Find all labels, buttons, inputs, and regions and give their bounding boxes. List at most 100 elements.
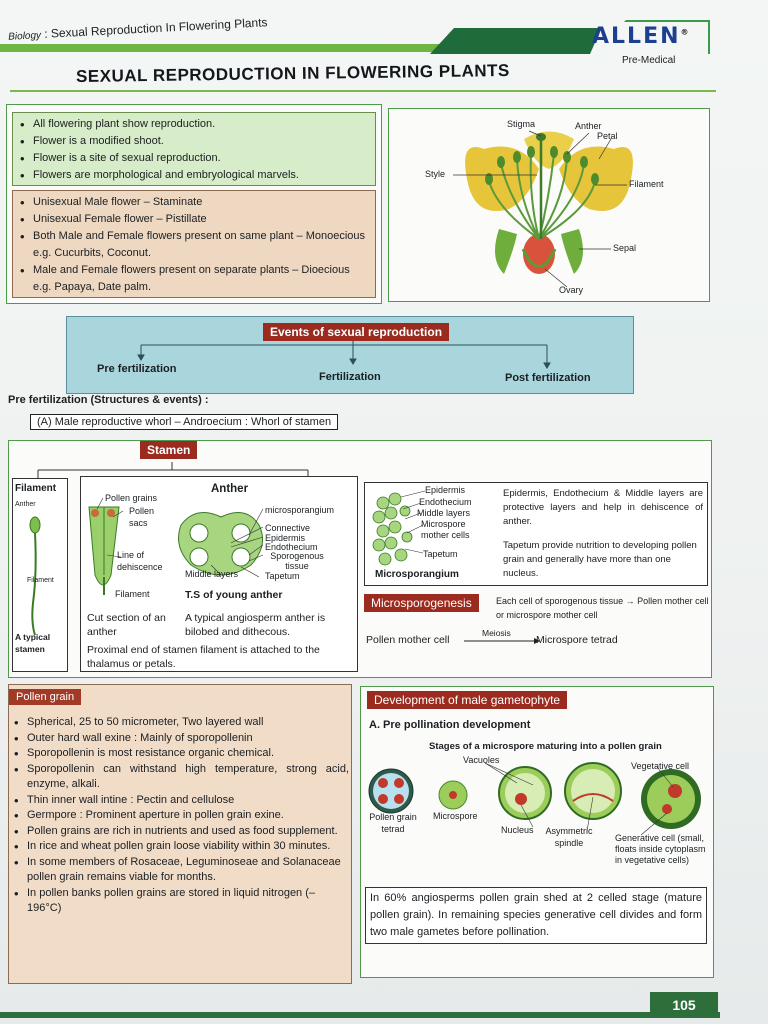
list-item: Germpore : Prominent aperture in pollen … xyxy=(11,808,349,824)
pollen-mother-cell-text: Pollen mother cell xyxy=(366,634,450,646)
label-generative-cell: Generative cell (small, floats inside cy… xyxy=(615,833,706,865)
list-item: Unisexual Female flower – Pistillate xyxy=(17,211,371,228)
typical-stamen-caption: A typical stamen xyxy=(15,632,51,654)
pollen-stages-drawing xyxy=(368,762,701,836)
label-microspore: Microspore xyxy=(433,811,478,821)
label-petal: Petal xyxy=(597,131,618,141)
flower-types-list: Unisexual Male flower – Staminate Unisex… xyxy=(17,194,371,296)
label-ms-epidermis: Epidermis xyxy=(425,485,466,495)
list-item: In pollen banks pollen grains are stored… xyxy=(11,886,349,917)
pollen-grain-box: Pollen grain Spherical, 25 to 50 microme… xyxy=(8,684,352,984)
male-gametophyte-label: Development of male gametophyte xyxy=(367,691,568,709)
chapter-heading: Biology : Sexual Reproduction In Floweri… xyxy=(8,15,268,43)
label-middle-layers: Middle layers xyxy=(185,569,239,579)
filament-title: Filament xyxy=(15,483,57,494)
list-item: In some members of Rosaceae, Leguminosea… xyxy=(11,855,349,886)
intro-list: All flowering plant show reproduction. F… xyxy=(17,116,371,184)
label-ms-tapetum: Tapetum xyxy=(423,549,458,559)
ts-title: T.S of young anther xyxy=(185,589,283,601)
events-connectors xyxy=(137,339,551,369)
label-pollen-sacs: Pollen sacs xyxy=(129,506,155,528)
list-item: Flower is a modified shoot. xyxy=(17,133,371,150)
list-item: Both Male and Female flowers present on … xyxy=(17,228,371,262)
footer-bar xyxy=(0,1012,720,1018)
sepal-right xyxy=(561,229,583,274)
meiosis-arrow xyxy=(464,638,540,644)
label-vegetative-cell: Vegetative cell xyxy=(631,761,690,771)
label-connective: Connective xyxy=(265,523,311,533)
label-anther-filament: Filament xyxy=(115,589,150,599)
pollen-list: Spherical, 25 to 50 micrometer, Two laye… xyxy=(11,715,349,917)
stamen-label: Stamen xyxy=(140,441,198,459)
subject-label: Biology xyxy=(7,30,42,43)
androecium-box: (A) Male reproductive whorl – Androecium… xyxy=(30,414,339,430)
list-item: Outer hard wall exine : Mainly of sporop… xyxy=(11,731,349,747)
pollen-grain-label: Pollen grain xyxy=(9,689,82,705)
label-pollen-grains: Pollen grains xyxy=(105,493,158,503)
label-asymmetric-spindle: Asymmetric spindle xyxy=(545,826,593,848)
stamen-anther-label: Anther xyxy=(15,501,36,508)
filament-panel: Filament Anther Filament A typical stame… xyxy=(12,478,68,672)
label-ms-endothecium: Endothecium xyxy=(419,497,472,507)
chapter-label: : Sexual Reproduction In Flowering Plant… xyxy=(43,15,268,41)
label-nucleus: Nucleus xyxy=(501,825,534,835)
list-item: All flowering plant show reproduction. xyxy=(17,116,371,133)
intro-box: All flowering plant show reproduction. F… xyxy=(12,112,376,186)
leader-lines xyxy=(453,130,627,288)
protective-layers-text: Epidermis, Endothecium & Middle layers a… xyxy=(503,488,703,527)
list-item: Thin inner wall intine : Pectin and cell… xyxy=(11,793,349,809)
prefert-heading: Pre fertilization (Structures & events) … xyxy=(8,394,209,406)
label-sepal: Sepal xyxy=(613,243,637,253)
stamen-drawing xyxy=(29,516,41,636)
microsporogenesis-text: Each cell of sporogenous tissue → Pollen… xyxy=(496,596,709,620)
label-epidermis: Epidermis xyxy=(265,533,306,543)
shed-stage-note: In 60% angiosperms pollen grain shed at … xyxy=(365,887,707,944)
pre-pollination-heading: A. Pre pollination development xyxy=(369,719,531,731)
list-item: Sporopollenin can withstand high tempera… xyxy=(11,762,349,793)
flower-diagram-panel: Stigma Anther Petal Style Filament Sepal… xyxy=(388,108,710,302)
receptacle xyxy=(521,248,557,268)
flower-types-box: Unisexual Male flower – Staminate Unisex… xyxy=(12,190,376,298)
label-ms-mother-cells: Microspore mother cells xyxy=(421,519,470,540)
list-item: Male and Female flowers present on separ… xyxy=(17,262,371,296)
flower-diagram xyxy=(453,130,633,288)
label-tapetum: Tapetum xyxy=(265,571,300,581)
list-item: Spherical, 25 to 50 micrometer, Two laye… xyxy=(11,715,349,731)
label-filament: Filament xyxy=(629,179,664,189)
label-endothecium: Endothecium xyxy=(265,542,318,552)
label-line-of-dehiscence: Line of dehiscence xyxy=(117,550,163,572)
petal-left xyxy=(465,146,539,211)
label-sporogenous-tissue: Sporogenous tissue xyxy=(270,551,324,571)
male-gametophyte-panel: Development of male gametophyte A. Pre p… xyxy=(360,686,714,978)
proximal-end-text: Proximal end of stamen filament is attac… xyxy=(87,644,320,670)
label-pollen-tetrad: Pollen grain tetrad xyxy=(369,812,417,834)
list-item: In rice and wheat pollen grain loose via… xyxy=(11,839,349,855)
meiosis-label: Meiosis xyxy=(482,628,511,638)
anther-panel: Anther xyxy=(80,476,358,672)
label-vacuoles: Vacuoles xyxy=(463,755,500,765)
event-post-fertilization: Post fertilization xyxy=(505,372,591,384)
microsporangium-title: Microsporangium xyxy=(375,569,459,580)
logo-bg xyxy=(590,22,708,54)
list-item: Flowers are morphological and embryologi… xyxy=(17,167,371,184)
sepal-left xyxy=(495,229,517,274)
cut-section-caption: Cut section of an anther xyxy=(87,612,166,638)
allen-logo: ALLEN® xyxy=(592,24,691,49)
logo-text: ALLEN xyxy=(592,24,681,49)
stamen-filament-label: Filament xyxy=(27,577,54,584)
events-box: Events of sexual reproduction Pre fertil… xyxy=(66,316,634,394)
label-stigma: Stigma xyxy=(507,119,536,129)
list-item: Flower is a site of sexual reproduction. xyxy=(17,150,371,167)
label-anther: Anther xyxy=(575,121,602,131)
tagline: Pre-Medical xyxy=(622,55,676,66)
microsporangium-drawing xyxy=(372,490,426,566)
page-number: 105 xyxy=(650,992,718,1018)
microsporogenesis-label: Microsporogenesis xyxy=(364,594,479,612)
events-title: Events of sexual reproduction xyxy=(263,323,450,341)
title-divider xyxy=(10,90,716,92)
label-ovary: Ovary xyxy=(559,285,584,295)
anther-drawings xyxy=(88,497,264,595)
header-bar xyxy=(0,44,700,52)
label-microsporangium: microsporangium xyxy=(265,505,335,515)
